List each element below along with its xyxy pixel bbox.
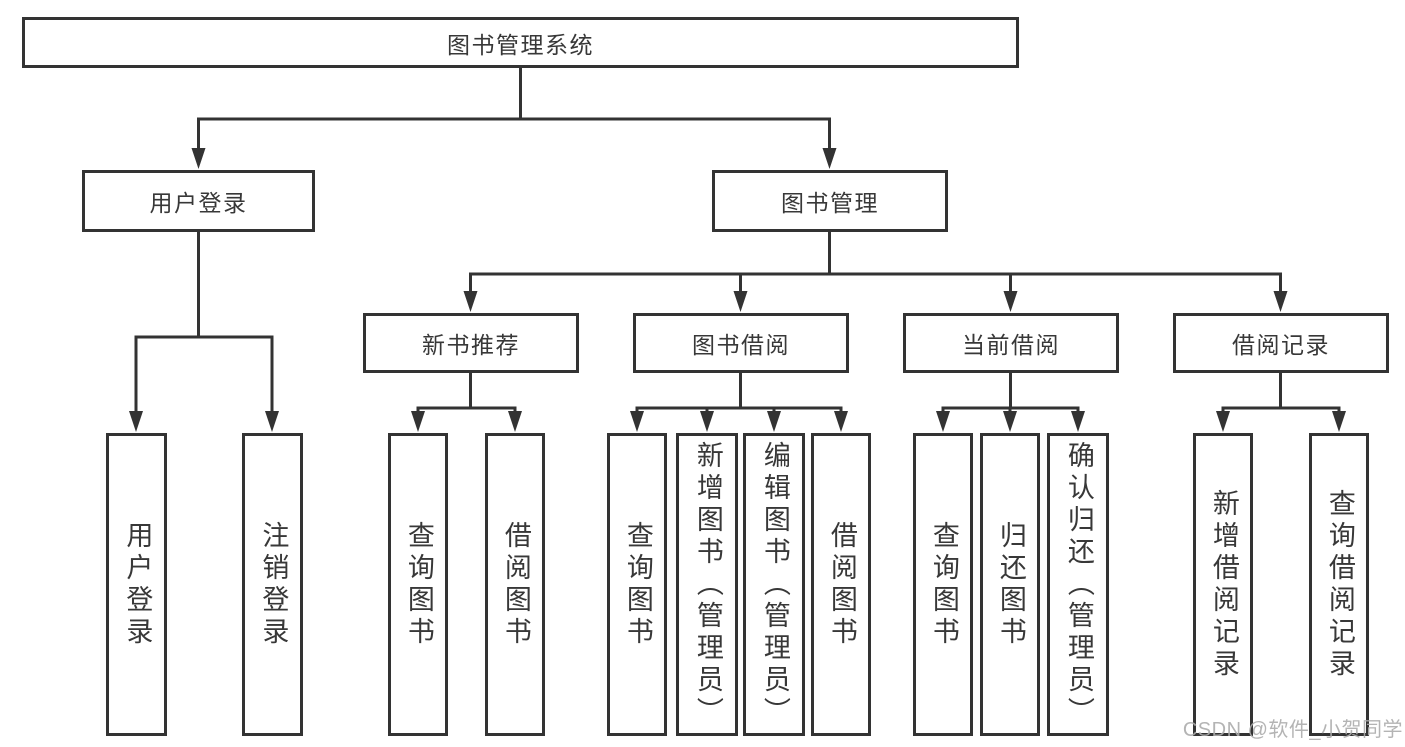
node-borrow-records: 借阅记录	[1173, 313, 1389, 373]
leaf-logout: 注销登录	[242, 433, 303, 736]
arrow-down-icon	[834, 411, 848, 432]
arrow-down-icon	[733, 291, 748, 312]
leaf-query-books-current: 查询图书	[913, 433, 973, 736]
leaf-query-borrow-record: 查询借阅记录	[1309, 433, 1369, 736]
leaf-query-books-borrow: 查询图书	[607, 433, 667, 736]
arrow-down-icon	[463, 291, 478, 312]
connector-new-book-recommend-to-leaves	[416, 371, 517, 413]
node-book-management: 图书管理	[712, 170, 948, 232]
leaf-borrow-books-recommend: 借阅图书	[485, 433, 545, 736]
watermark: CSDN @软件_小贺同学	[1182, 719, 1403, 741]
arrow-down-icon	[1273, 291, 1288, 312]
arrow-down-icon	[936, 411, 950, 432]
connector-borrow-records-to-leaves	[1221, 371, 1341, 413]
leaf-add-books-admin: 新增图书（管理员）	[676, 433, 738, 736]
arrow-down-icon	[700, 411, 714, 432]
arrow-down-icon	[265, 411, 279, 432]
arrow-down-icon	[411, 411, 425, 432]
connector-book-borrow-to-leaves	[635, 371, 843, 413]
connector-book-management-to-level3	[469, 230, 1282, 294]
arrow-down-icon	[1071, 411, 1085, 432]
arrow-down-icon	[630, 411, 644, 432]
node-user-login: 用户登录	[82, 170, 315, 232]
arrow-down-icon	[1332, 411, 1346, 432]
node-root: 图书管理系统	[22, 17, 1019, 68]
node-current-borrow: 当前借阅	[903, 313, 1119, 373]
arrow-down-icon	[129, 411, 143, 432]
arrow-down-icon	[1003, 291, 1018, 312]
leaf-query-books-recommend: 查询图书	[388, 433, 448, 736]
arrow-down-icon	[1003, 411, 1017, 432]
node-book-borrow: 图书借阅	[633, 313, 849, 373]
leaf-return-books: 归还图书	[980, 433, 1040, 736]
leaf-edit-books-admin: 编辑图书（管理员）	[743, 433, 805, 736]
node-new-book-recommend: 新书推荐	[363, 313, 579, 373]
leaf-borrow-books: 借阅图书	[811, 433, 871, 736]
arrow-down-icon	[822, 148, 837, 169]
leaf-user-login: 用户登录	[106, 433, 167, 736]
arrow-down-icon	[767, 411, 781, 432]
arrow-down-icon	[508, 411, 522, 432]
arrow-down-icon	[1216, 411, 1230, 432]
leaf-confirm-return-admin: 确认归还（管理员）	[1047, 433, 1109, 736]
arrow-down-icon	[191, 148, 206, 169]
arrowheads	[129, 148, 1346, 432]
connector-user-login-to-leaves	[134, 230, 274, 413]
connector-root-to-level2	[197, 66, 831, 151]
leaf-add-borrow-record: 新增借阅记录	[1193, 433, 1253, 736]
connector-current-borrow-to-leaves	[941, 371, 1080, 413]
